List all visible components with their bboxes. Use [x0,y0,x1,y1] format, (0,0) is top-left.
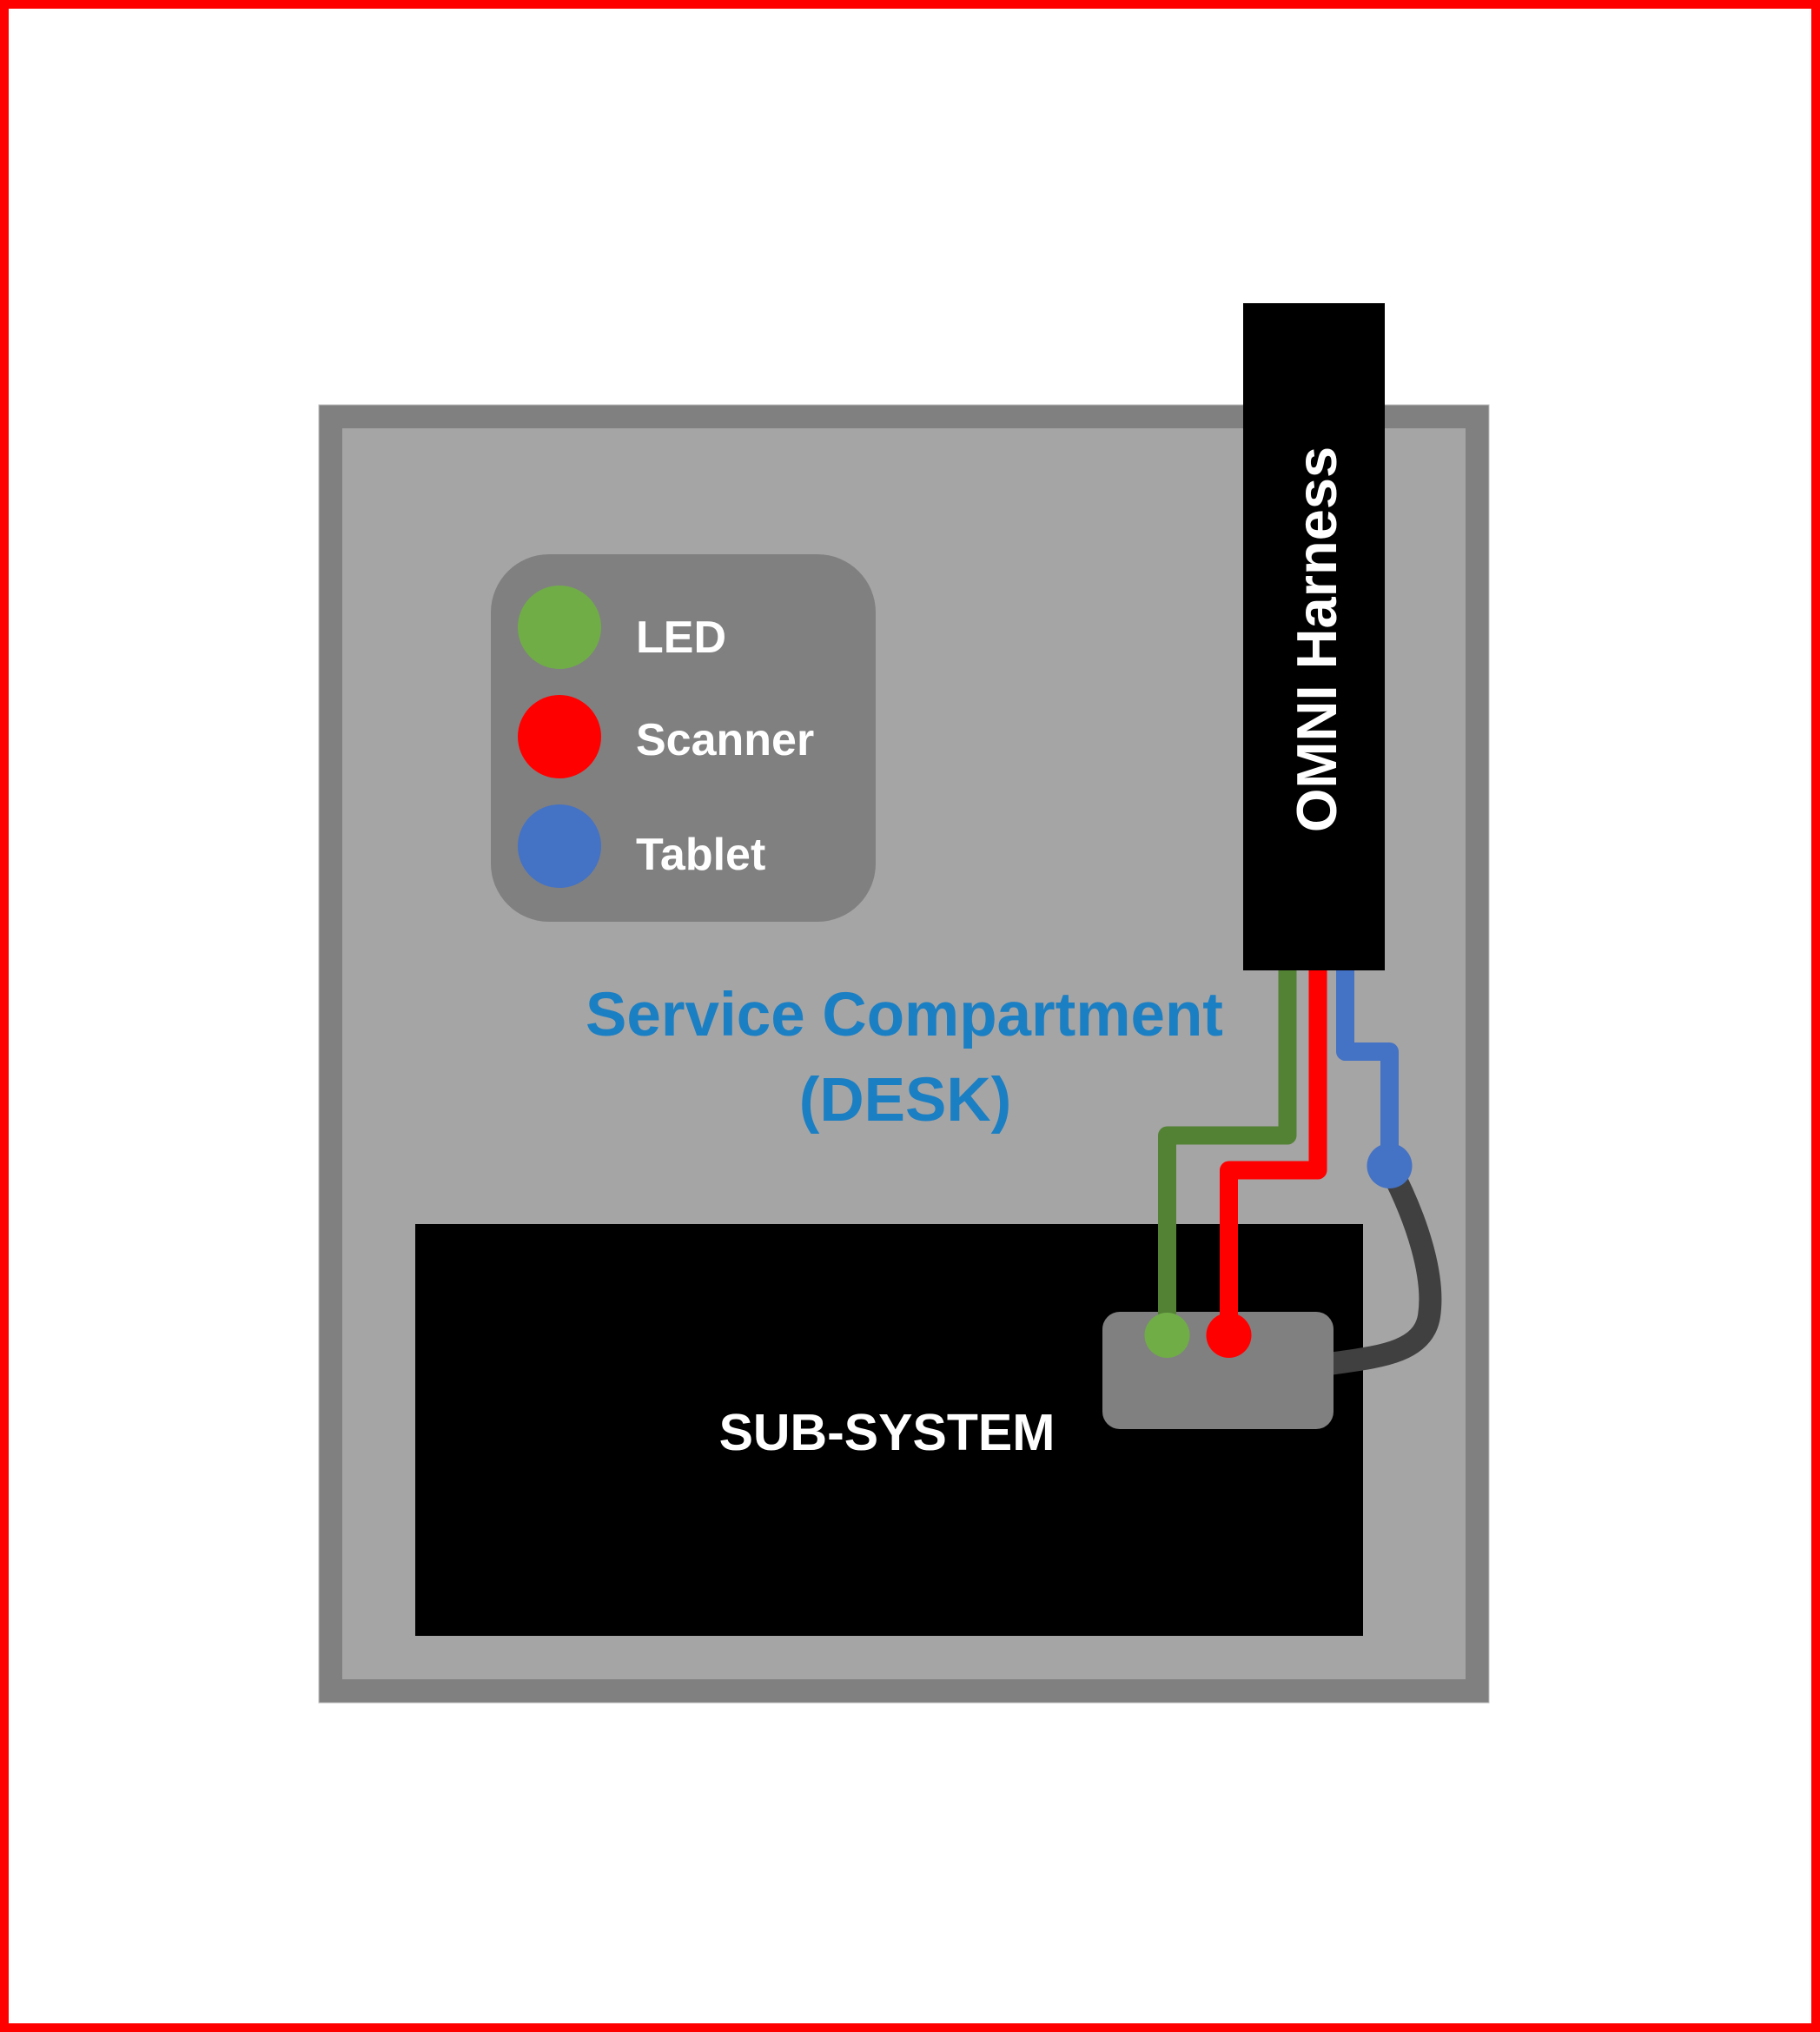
legend-label-tablet: Tablet [636,830,765,880]
tablet-cable [1327,1160,1442,1375]
scanner-wire [1220,970,1327,1335]
scanner-color-dot [518,695,601,778]
led-wire [1158,970,1297,1335]
legend: LED Scanner Tablet [491,554,876,922]
scanner-connection-dot [1206,1313,1252,1358]
tablet-connection-dot [1367,1143,1413,1188]
subsystem-box [415,1224,1363,1636]
compartment-title-line1: Service Compartment [586,981,1223,1049]
tablet-wire [1336,970,1399,1166]
legend-label-led: LED [636,612,726,663]
tablet-color-dot [518,804,601,888]
led-connection-dot [1144,1313,1190,1358]
subsystem: SUB-SYSTEM [415,1224,1363,1636]
legend-item-led: LED [518,586,726,669]
subsystem-label: SUB-SYSTEM [719,1404,1056,1461]
legend-item-tablet: Tablet [518,804,765,888]
compartment-title-line2: (DESK) [799,1066,1012,1135]
harness-label: OMNI Harness [1285,447,1348,832]
legend-item-scanner: Scanner [518,695,814,778]
led-color-dot [518,586,601,669]
omni-harness: OMNI Harness [1243,303,1385,970]
legend-label-scanner: Scanner [636,715,814,765]
harness-box [1243,303,1385,970]
